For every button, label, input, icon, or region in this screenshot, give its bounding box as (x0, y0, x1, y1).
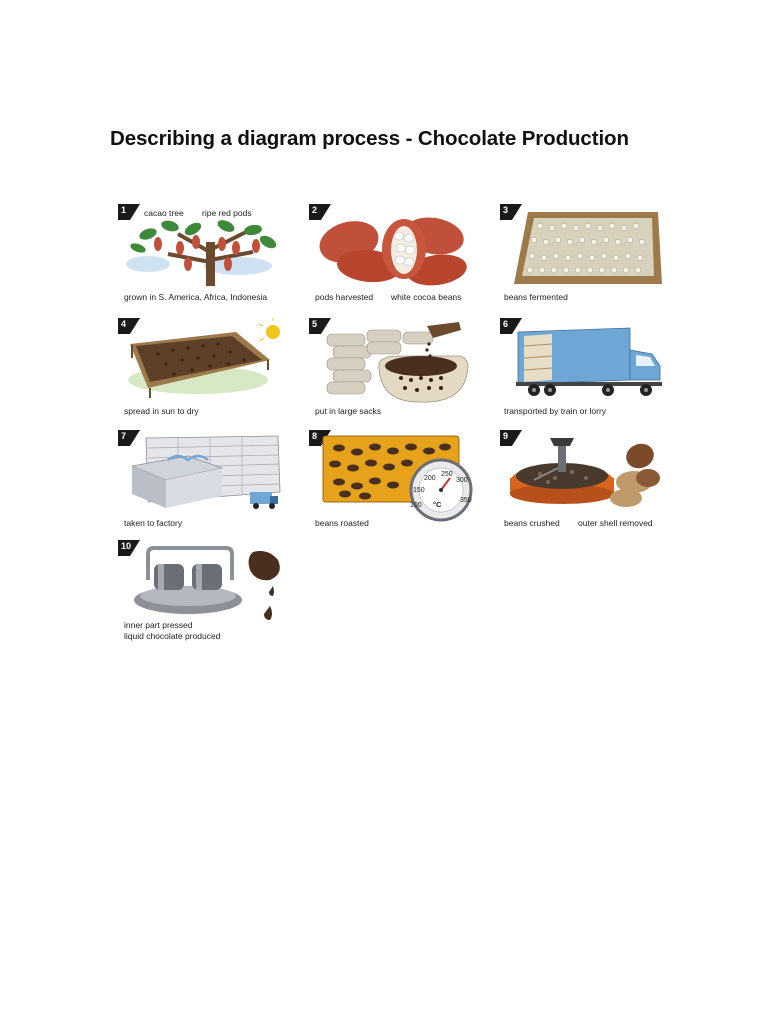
thermometer-tick: 100 (410, 502, 422, 509)
step-caption-1: pods harvested (315, 292, 374, 302)
step-number-badge: 4 (118, 318, 140, 334)
step-8: 8 100 150 200 250 300 350 °C beans roast… (309, 430, 474, 542)
step-3: 3 beans fermented (500, 204, 665, 316)
step-number: 6 (503, 319, 509, 329)
thermometer-tick: 300 (456, 477, 468, 484)
badge-shape (500, 204, 522, 220)
step-7: 7 taken to factory (118, 430, 283, 542)
step-caption-1: inner part pressed (124, 620, 193, 630)
thermometer-tick: 250 (441, 471, 453, 478)
crusher-illustration (510, 438, 660, 507)
step-caption-1: beans crushed (504, 518, 560, 528)
thermometer-tick: 200 (424, 475, 436, 482)
badge-shape (118, 540, 140, 556)
page-title: Describing a diagram process - Chocolate… (110, 127, 629, 150)
fermentation-crate-illustration (514, 212, 662, 284)
step-2: 2 pods harvested white cocoa beans (309, 204, 474, 316)
badge-shape (309, 430, 331, 446)
step-number-badge: 9 (500, 430, 522, 446)
step-number-badge: 3 (500, 204, 522, 220)
step-5: 5 put in large sacks (309, 318, 474, 430)
step-caption: beans roasted (315, 518, 369, 528)
step-number: 8 (312, 431, 318, 441)
cacao-pods-illustration (319, 217, 467, 286)
step-number: 10 (121, 541, 132, 551)
badge-shape (309, 204, 331, 220)
step-9: 9 beans crushed outer shell removed (500, 430, 665, 542)
badge-shape (118, 318, 140, 334)
step-number-badge: 8 (309, 430, 331, 446)
step-caption: spread in sun to dry (124, 406, 199, 416)
label-ripe-red-pods: ripe red pods (202, 208, 252, 218)
step-number-badge: 10 (118, 540, 140, 556)
step-number: 3 (503, 205, 509, 215)
step-caption-2: outer shell removed (578, 518, 653, 528)
step-6: 6 transported by train or lorry (500, 318, 665, 430)
drying-tray-illustration (128, 318, 280, 398)
sacks-illustration (326, 322, 469, 403)
step-4: 4 spread in sun to dry (118, 318, 283, 430)
step-number-badge: 7 (118, 430, 140, 446)
step-number-badge: 6 (500, 318, 522, 334)
step-caption: beans fermented (504, 292, 568, 302)
step-number: 7 (121, 431, 127, 441)
step-caption: grown in S. America, Africa, Indonesia (124, 292, 268, 302)
label-cacao-tree: cacao tree (144, 208, 184, 218)
step-number: 9 (503, 431, 509, 441)
step-number: 5 (312, 319, 318, 329)
step-number: 4 (121, 319, 127, 329)
step-number: 2 (312, 205, 318, 215)
badge-shape (500, 430, 522, 446)
step-caption: taken to factory (124, 518, 183, 528)
step-number: 1 (121, 205, 127, 215)
step-caption: transported by train or lorry (504, 406, 607, 416)
step-number-badge: 1 (118, 204, 140, 220)
roasting-tray-illustration (322, 435, 473, 522)
badge-shape (118, 430, 140, 446)
step-number-badge: 2 (309, 204, 331, 220)
thermometer-tick: 150 (413, 487, 425, 494)
badge-shape (309, 318, 331, 334)
step-number-badge: 5 (309, 318, 331, 334)
thermometer-unit: °C (433, 500, 442, 509)
step-caption: put in large sacks (315, 406, 382, 416)
step-10: 10 inner part pressed liquid chocolate p… (118, 540, 283, 646)
step-caption-2: white cocoa beans (391, 292, 462, 302)
step-caption-2: liquid chocolate produced (124, 631, 221, 641)
step-1: 1 cacao tree ripe red pods grown in S. A (118, 204, 283, 316)
press-illustration (134, 546, 280, 620)
factory-illustration (130, 435, 281, 509)
badge-shape (118, 204, 140, 220)
thermometer-tick: 350 (460, 497, 472, 504)
badge-shape (500, 318, 522, 334)
cacao-tree-illustration (126, 220, 277, 286)
truck-illustration (516, 327, 662, 396)
